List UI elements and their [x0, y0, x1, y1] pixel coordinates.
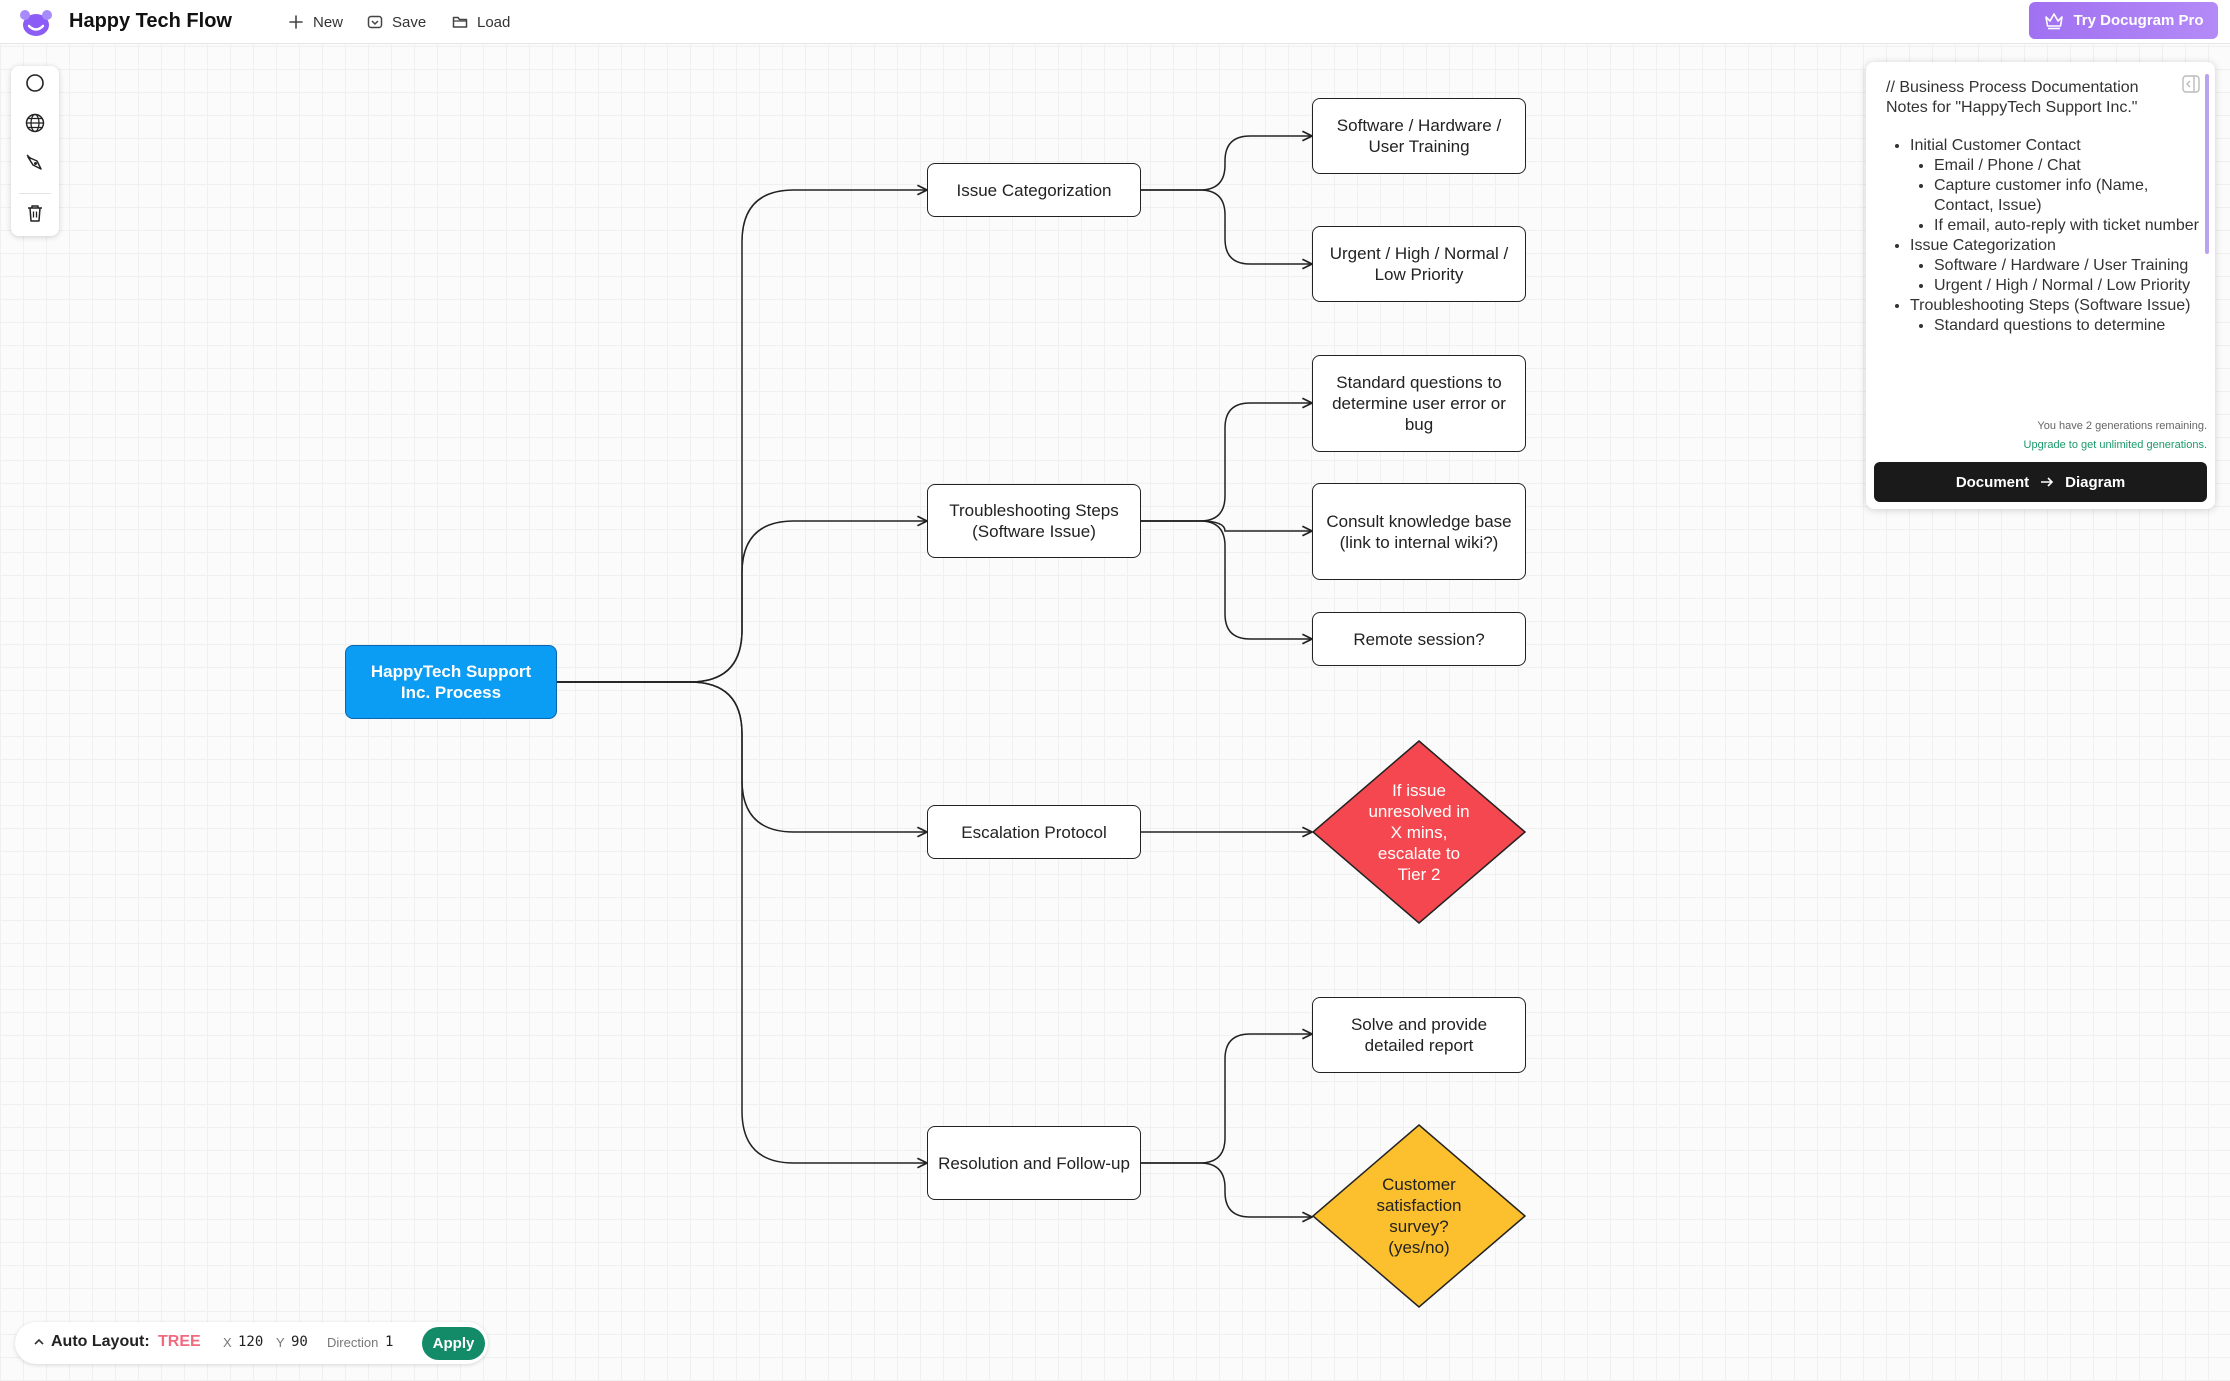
document-list: Initial Customer Contact Email / Phone /… [1886, 136, 2202, 336]
doc-item: Issue Categorization Software / Hardware… [1910, 236, 2202, 296]
globe-icon [25, 113, 45, 133]
root-node[interactable]: HappyTech Support Inc. Process [345, 645, 557, 719]
node-escalation[interactable]: Escalation Protocol [927, 805, 1141, 859]
new-button[interactable]: New [287, 10, 343, 34]
node-resolution[interactable]: Resolution and Follow-up [927, 1126, 1141, 1200]
load-label: Load [477, 13, 511, 31]
document-to-diagram-button[interactable]: Document Diagram [1874, 462, 2207, 502]
survey-diamond-label: Customer satisfaction survey? (yes/no) [1376, 1175, 1462, 1257]
direction-label: Direction [327, 1335, 379, 1350]
doc-subitem: Capture customer info (Name, Contact, Is… [1934, 176, 2202, 216]
pen-tool-button[interactable] [21, 149, 49, 177]
save-icon [367, 15, 383, 29]
doc-subitem: Email / Phone / Chat [1934, 156, 2202, 176]
escalation-diamond-label: If issue unresolved in X mins, escalate … [1368, 780, 1470, 884]
collapse-panel-icon[interactable] [2181, 74, 2201, 94]
apply-button[interactable]: Apply [422, 1327, 485, 1360]
decision-escalate[interactable]: If issue unresolved in X mins, escalate … [1312, 740, 1526, 924]
document-text[interactable]: // Business Process Documentation Notes … [1886, 78, 2202, 422]
upgrade-link[interactable]: Upgrade to get unlimited generations. [2023, 439, 2207, 451]
save-label: Save [392, 13, 427, 31]
node-standard-questions[interactable]: Standard questions to determine user err… [1312, 355, 1526, 452]
generations-remaining: You have 2 generations remaining. [2037, 420, 2207, 432]
try-pro-button[interactable]: Try Docugram Pro [2029, 2, 2218, 39]
y-label: Y [276, 1335, 285, 1350]
node-issue-categorization[interactable]: Issue Categorization [927, 163, 1141, 217]
load-button[interactable]: Load [451, 10, 510, 34]
top-bar: Happy Tech Flow New Save Load Try Docugr… [0, 0, 2230, 44]
node-remote-session[interactable]: Remote session? [1312, 612, 1526, 666]
plus-icon [289, 15, 303, 29]
pen-icon [26, 154, 42, 170]
doc-item-label: Troubleshooting Steps (Software Issue) [1910, 297, 2191, 314]
trash-icon [28, 205, 42, 222]
node-knowledge-base[interactable]: Consult knowledge base (link to internal… [1312, 483, 1526, 580]
doc-subitem: Standard questions to determine [1934, 316, 2202, 336]
folder-icon [452, 16, 468, 28]
document-scrollbar[interactable] [2205, 74, 2209, 254]
layout-mode-selector[interactable]: TREE [158, 1333, 201, 1350]
direction-value-input[interactable]: 1 [385, 1334, 394, 1350]
doc-item-label: Issue Categorization [1910, 237, 2056, 254]
doc-item-label: Initial Customer Contact [1910, 137, 2081, 154]
doc-subitem: Software / Hardware / User Training [1934, 256, 2202, 276]
app-title: Happy Tech Flow [69, 10, 232, 32]
globe-tool-button[interactable] [21, 109, 49, 137]
doc-subitem: Urgent / High / Normal / Low Priority [1934, 276, 2202, 296]
node-detailed-report[interactable]: Solve and provide detailed report [1312, 997, 1526, 1073]
x-label: X [223, 1335, 232, 1350]
survey-diamond-shape [1312, 1124, 1526, 1308]
auto-layout-label: Auto Layout: [51, 1333, 150, 1350]
delete-tool-button[interactable] [21, 199, 49, 227]
node-priority-levels[interactable]: Urgent / High / Normal / Low Priority [1312, 226, 1526, 302]
x-value-input[interactable]: 120 [238, 1334, 264, 1350]
button-from-label: Document [1955, 473, 2030, 491]
node-troubleshooting[interactable]: Troubleshooting Steps (Software Issue) [927, 484, 1141, 558]
circle-icon [26, 74, 44, 92]
toolbar-divider [19, 193, 51, 194]
save-button[interactable]: Save [366, 10, 426, 34]
decision-survey[interactable]: Customer satisfaction survey? (yes/no) [1312, 1124, 1526, 1308]
button-to-label: Diagram [2065, 473, 2126, 491]
left-toolbar [11, 66, 59, 236]
docugram-logo-icon[interactable] [18, 6, 54, 38]
new-label: New [313, 13, 344, 31]
arrow-right-icon [2041, 477, 2054, 487]
chevron-up-icon[interactable] [33, 1336, 45, 1348]
doc-item: Troubleshooting Steps (Software Issue) S… [1910, 296, 2202, 336]
doc-item: Initial Customer Contact Email / Phone /… [1910, 136, 2202, 236]
auto-layout-bar: Auto Layout: TREE X 120 Y 90 Direction 1… [15, 1322, 488, 1364]
node-category-types[interactable]: Software / Hardware / User Training [1312, 98, 1526, 174]
escalation-diamond-shape [1312, 740, 1526, 924]
document-intro: // Business Process Documentation Notes … [1886, 79, 2139, 116]
crown-icon [2045, 12, 2064, 29]
circle-tool-button[interactable] [21, 69, 49, 97]
try-pro-label: Try Docugram Pro [2073, 12, 2204, 29]
y-value-input[interactable]: 90 [291, 1334, 308, 1350]
doc-subitem: If email, auto-reply with ticket number [1934, 216, 2202, 236]
document-panel: // Business Process Documentation Notes … [1866, 62, 2215, 509]
